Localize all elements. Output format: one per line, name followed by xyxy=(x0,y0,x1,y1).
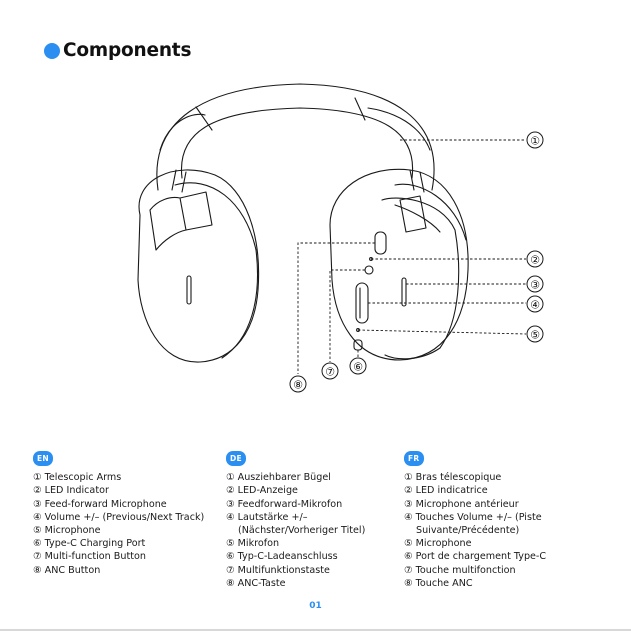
right-hinge xyxy=(394,204,441,233)
callout-number-8: ⑧ xyxy=(293,379,303,392)
list-item: ④ Volume +/– (Previous/Next Track) xyxy=(33,511,205,523)
right-earcup-cushion xyxy=(329,168,469,361)
footer-divider xyxy=(0,629,631,631)
leader-line-7 xyxy=(329,269,365,362)
lang-badge-fr: FR xyxy=(404,451,424,467)
right-earcup-shell xyxy=(394,183,467,241)
list-item: ⑥ Typ-C-Ladeanschluss xyxy=(226,551,338,563)
page-heading: Components xyxy=(44,40,191,61)
left-fold-line xyxy=(179,191,213,231)
right-earcup-plate xyxy=(381,197,460,360)
list-item: ⑤ Microphone xyxy=(404,538,472,550)
left-earcup-inner xyxy=(149,196,187,251)
list-item: ⑧ ANC Button xyxy=(33,564,101,576)
page-number: 01 xyxy=(309,601,322,611)
left-earcup-cushion xyxy=(137,169,260,363)
list-item: ② LED-Anzeige xyxy=(226,485,298,497)
callout-marker-6 xyxy=(349,357,367,375)
list-item: ④ Lautstärke +/– (Nächster/Vorheriger Ti… xyxy=(226,511,366,537)
callout-number-4: ④ xyxy=(530,299,540,312)
lang-badge-de: DE xyxy=(226,451,246,467)
callout-marker-1 xyxy=(526,131,544,149)
leader-line-8 xyxy=(297,242,375,374)
callout-number-6: ⑥ xyxy=(353,361,363,374)
bullet-dot-icon xyxy=(44,42,60,59)
list-item: ② LED indicatrice xyxy=(404,485,488,497)
left-mic-slot xyxy=(186,275,192,305)
list-item: ⑥ Type-C Charging Port xyxy=(33,538,146,550)
list-item: ⑧ Touche ANC xyxy=(404,577,473,589)
list-item: ① Telescopic Arms xyxy=(33,472,122,484)
lang-column-en: EN ① Telescopic Arms ② LED Indicator ③ F… xyxy=(33,451,204,577)
list-item: ⑦ Touche multifonction xyxy=(404,564,516,576)
list-item: ④ Touches Volume +/– (Piste Suivante/Pré… xyxy=(404,511,542,537)
list-item: ③ Microphone antérieur xyxy=(404,498,519,510)
arm-left xyxy=(171,169,187,193)
headband-inner xyxy=(180,107,414,179)
callout-marker-3 xyxy=(526,275,544,293)
callout-number-5: ⑤ xyxy=(530,329,540,342)
right-mic-slot xyxy=(401,277,407,307)
list-item: ⑦ Multifunktionstaste xyxy=(226,564,330,576)
headband-outer xyxy=(156,83,435,191)
headband-seam-left xyxy=(195,106,213,131)
list-item: ⑤ Mikrofon xyxy=(226,538,280,550)
list-item: ⑦ Multi-function Button xyxy=(33,551,146,563)
callout-marker-7 xyxy=(321,362,339,380)
component-list-en: ① Telescopic Arms ② LED Indicator ③ Feed… xyxy=(33,471,204,577)
lang-badge-en: EN xyxy=(33,451,54,467)
list-item: ③ Feedforward-Mikrofon xyxy=(226,498,343,510)
list-item: ① Ausziehbarer Bügel xyxy=(226,472,331,484)
page-title: Components xyxy=(63,40,192,61)
component-list-de: ① Ausziehbarer Bügel ② LED-Anzeige ③ Fee… xyxy=(226,471,365,590)
list-item: ② LED Indicator xyxy=(33,485,109,497)
right-fold-line xyxy=(399,195,427,233)
volume-rocker xyxy=(355,282,369,324)
headphones-diagram: ① ② ③ ④ ⑤ ⑥ ⑦ ⑧ xyxy=(137,83,544,393)
list-item: ⑧ ANC-Taste xyxy=(226,577,286,589)
callout-marker-8 xyxy=(289,375,307,393)
list-item: ③ Feed-forward Microphone xyxy=(33,498,167,510)
callout-marker-2 xyxy=(526,250,544,268)
headband-seam-right xyxy=(354,97,366,121)
headband-pad-right xyxy=(367,107,431,151)
lang-column-de: DE ① Ausziehbarer Bügel ② LED-Anzeige ③ … xyxy=(226,451,365,590)
callout-number-7: ⑦ xyxy=(325,366,335,379)
callout-marker-4 xyxy=(526,295,544,313)
anc-button xyxy=(374,231,387,255)
component-list-fr: ① Bras télescopique ② LED indicatrice ③ … xyxy=(404,471,546,590)
leader-line-5 xyxy=(357,329,527,335)
list-item: ⑤ Microphone xyxy=(33,525,101,537)
callout-marker-5 xyxy=(526,325,544,343)
list-item: ① Bras télescopique xyxy=(404,472,502,484)
list-item: ⑥ Port de chargement Type-C xyxy=(404,551,547,563)
callout-number-3: ③ xyxy=(530,279,540,292)
callout-number-2: ② xyxy=(530,254,540,267)
callout-number-1: ① xyxy=(530,135,540,148)
lang-column-fr: FR ① Bras télescopique ② LED indicatrice… xyxy=(404,451,546,590)
multi-function-button xyxy=(364,265,374,275)
left-earcup-shell xyxy=(174,182,259,359)
